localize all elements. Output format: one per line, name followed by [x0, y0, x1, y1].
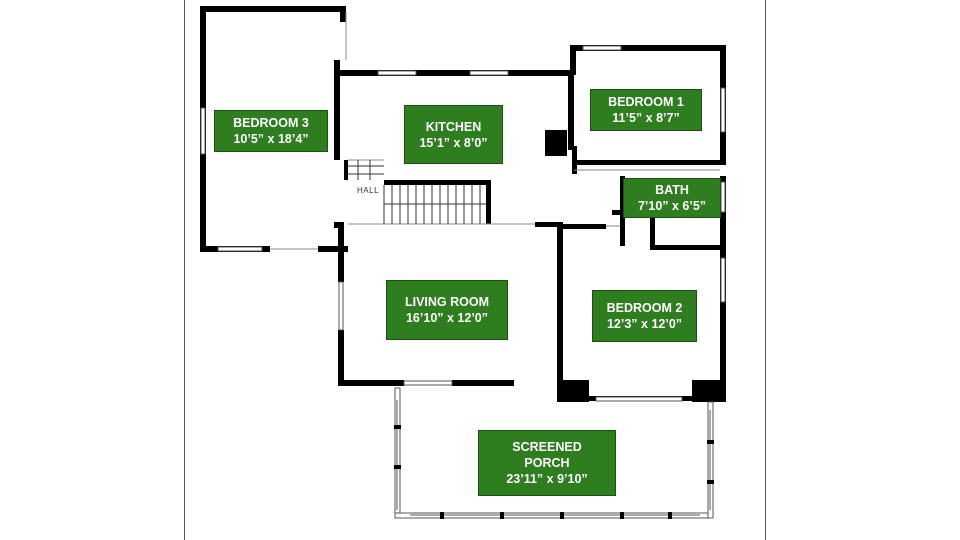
wall-living-bottom-right [452, 380, 514, 386]
wall-stair-right [486, 180, 491, 224]
wall-bath-bottom [650, 245, 726, 250]
room-label-bedroom-2: BEDROOM 2 12’3” x 12’0” [592, 290, 697, 342]
room-dimensions: 10’5” x 18’4” [233, 132, 309, 146]
room-label-bedroom-1: BEDROOM 1 11’5” x 8’7” [590, 89, 702, 131]
stairs [348, 160, 486, 224]
wall-bed2-top [562, 224, 606, 229]
wall-living-left-upper [338, 222, 344, 282]
window-living-bottom [403, 380, 453, 386]
wall-hall-bottom [535, 222, 563, 227]
room-label-living-room: LIVING ROOM 16’10” x 12’0” [386, 280, 508, 340]
walls [200, 6, 726, 402]
room-name: LIVING ROOM [404, 295, 490, 309]
room-label-screened-porch: SCREENED PORCH 23’11” x 9’10” [478, 430, 616, 496]
wall-bed3-bottom-right [318, 246, 348, 252]
wall-kitchen-right-upper [568, 70, 574, 150]
window-bed2-right [720, 257, 726, 303]
wall-bath-right [720, 176, 726, 250]
wall-bed1-top [570, 45, 726, 51]
wall-bed3-right-upper [334, 60, 340, 160]
hall-label: HALL [357, 186, 380, 195]
wall-bed1-left [570, 45, 576, 75]
room-name: KITCHEN [425, 119, 482, 134]
room-name-line-2: PORCH [524, 456, 570, 470]
wall-bed3-top [200, 6, 346, 12]
wall-bed2-corner-left [557, 380, 589, 402]
wall-living-right [557, 225, 563, 385]
room-label-kitchen: KITCHEN 15’1” x 8’0” [404, 105, 503, 164]
room-name: BEDROOM 1 [608, 95, 684, 109]
room-dimensions: 11’5” x 8’7” [612, 111, 680, 125]
room-dimensions: 7’10” x 6’5” [637, 199, 707, 213]
window-living-left [338, 281, 344, 331]
wall-bath-step [612, 210, 624, 215]
room-label-bath: BATH 7’10” x 6’5” [623, 178, 721, 218]
wall-hall-post [344, 160, 348, 180]
wall-bed1-bottom [574, 160, 726, 165]
room-name: BEDROOM 3 [233, 116, 309, 130]
wall-living-left-lower [338, 330, 344, 386]
window-bed1-top [582, 45, 622, 51]
wall-bed2-corner-right [692, 380, 726, 402]
windows [200, 45, 726, 402]
window-kitchen-right [469, 70, 509, 76]
room-label-bedroom-3: BEDROOM 3 10’5” x 18’4” [214, 110, 328, 152]
room-dimensions: 12’3” x 12’0” [606, 317, 683, 331]
window-bath-right [720, 181, 726, 213]
wall-living-bottom-left [338, 380, 404, 386]
room-dimensions: 16’10” x 12’0” [405, 311, 488, 325]
room-name-line-1: SCREENED [512, 440, 582, 454]
window-bed3-bottom [217, 246, 263, 252]
room-name: BEDROOM 2 [606, 301, 683, 315]
porch-screens [394, 387, 714, 519]
wall-kitchen-stair-top [384, 180, 490, 185]
wall-bath-inner [650, 210, 655, 250]
window-bed3-left [200, 107, 206, 155]
interior-lines [270, 12, 720, 250]
wall-bed3-right-top [340, 6, 346, 22]
porch-posts [394, 425, 714, 519]
room-name: BATH [655, 183, 689, 197]
chimney [545, 130, 567, 156]
wall-kitchen-top [340, 70, 572, 76]
window-bed1-right [720, 87, 726, 133]
wall-bed2-right [720, 250, 726, 400]
room-dimensions: 15’1” x 8’0” [419, 135, 488, 150]
window-kitchen-left [377, 70, 417, 76]
window-bed2-bottom [595, 396, 683, 402]
room-dimensions: 23’11” x 9’10” [506, 472, 588, 486]
